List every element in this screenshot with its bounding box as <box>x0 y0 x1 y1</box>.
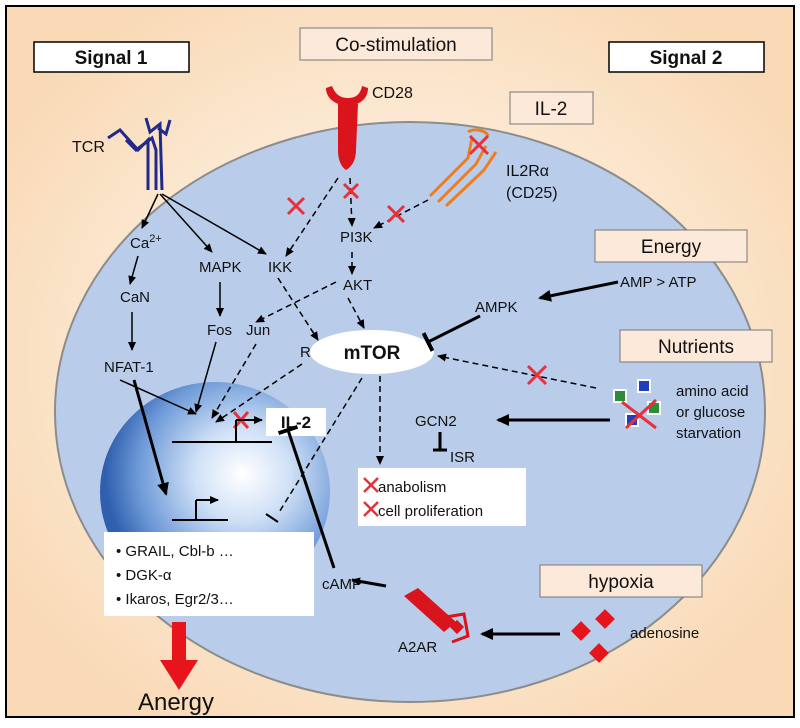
tcr-label: TCR <box>72 139 105 156</box>
dashed-arrows <box>211 177 597 465</box>
mtor-label: mTOR <box>344 343 401 364</box>
anergy-arrow <box>160 622 198 690</box>
outcome-anabolism: anabolism <box>378 479 446 496</box>
cd25-label: (CD25) <box>506 185 558 202</box>
anergy-gene-1: • GRAIL, Cbl-b … <box>116 543 234 560</box>
adenosine-molecules <box>571 609 615 663</box>
mtor-node <box>310 330 434 374</box>
nfat-label: NFAT-1 <box>104 359 154 376</box>
nfat-to-anergy-genes-arrow <box>132 379 169 496</box>
signal1-label: Signal 1 <box>75 48 148 69</box>
outcome-proliferation: cell proliferation <box>378 503 483 520</box>
nutrients-label: Nutrients <box>658 337 734 358</box>
tcr-receptor <box>107 117 172 191</box>
il2-box: IL-2 <box>509 91 594 125</box>
a2ar-label: A2AR <box>398 639 437 656</box>
can-label: CaN <box>120 289 150 306</box>
isr-label: ISR <box>450 449 475 466</box>
il2ra-label: IL2Rα <box>506 163 549 180</box>
signal1-arrows <box>119 193 267 415</box>
hypoxia-label: hypoxia <box>588 572 654 593</box>
gcn2-label: GCN2 <box>415 413 457 430</box>
ampk-inhibits-mtor <box>421 314 481 352</box>
il2-box-label: IL-2 <box>535 99 568 120</box>
il2-gene-label: IL-2 <box>281 413 311 432</box>
inhibition-x-marks <box>232 182 548 429</box>
fos-label: Fos <box>207 322 232 339</box>
cd28-label: CD28 <box>372 85 413 102</box>
a2ar-receptor <box>404 588 470 644</box>
pi3k-label: PI3K <box>340 229 373 246</box>
anergy-gene-3: • Ikaros, Egr2/3… <box>116 591 234 608</box>
starvation-line1: amino acid <box>676 383 749 400</box>
camp-inhibits-il2 <box>277 424 336 569</box>
energy-to-ampk-arrow <box>538 280 619 302</box>
mapk-label: MAPK <box>199 259 242 276</box>
camp-label: cAMP <box>322 576 362 593</box>
nutrients-crossed-x <box>621 398 658 430</box>
starvation-line2: or glucose <box>676 404 745 421</box>
amp-atp-label: AMP > ATP <box>620 274 697 291</box>
akt-label: AKT <box>343 277 372 294</box>
il2r-receptor <box>428 128 498 208</box>
anergy-genes-box <box>104 532 314 616</box>
energy-label: Energy <box>641 237 702 258</box>
signal1-box: Signal 1 <box>33 41 190 73</box>
a2ar-to-camp-arrow <box>351 577 387 588</box>
cd28-receptor <box>326 86 368 170</box>
ikk-label: IKK <box>268 259 292 276</box>
signal2-label: Signal 2 <box>650 48 723 69</box>
nutrient-squares <box>613 379 661 427</box>
outcome-x-marks <box>363 477 379 517</box>
costimulation-label: Co-stimulation <box>335 35 456 56</box>
jun-label: Jun <box>246 322 270 339</box>
ampk-label: AMPK <box>475 299 518 316</box>
adenosine-label: adenosine <box>630 625 699 642</box>
starvation-line3: starvation <box>676 425 741 442</box>
il2-inhibited-x <box>468 134 490 156</box>
ca-label: Ca2+ <box>130 233 162 252</box>
outcomes-box <box>358 468 526 526</box>
hypoxia-box: hypoxia <box>539 564 703 598</box>
energy-box: Energy <box>594 229 748 263</box>
anergy-label: Anergy <box>138 689 214 716</box>
costimulation-box: Co-stimulation <box>299 27 493 61</box>
mtor-inhibit-bar <box>265 513 279 523</box>
anergy-gene-2: • DGK-α <box>116 567 172 584</box>
mtor-inhibit-dashed <box>277 377 363 515</box>
nutrients-box: Nutrients <box>619 329 773 363</box>
signal2-box: Signal 2 <box>608 41 765 73</box>
